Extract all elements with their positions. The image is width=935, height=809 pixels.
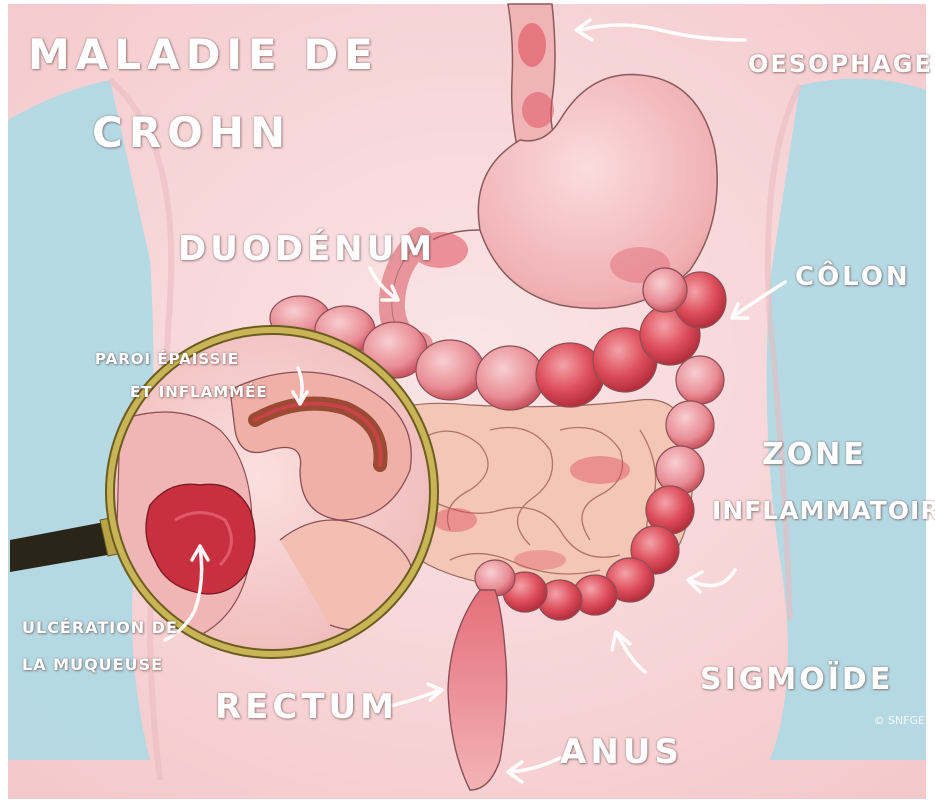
label-colon: CÔLON <box>795 264 911 290</box>
label-sigmoide: SIGMOÏDE <box>700 665 893 695</box>
label-ulceration-line2: LA MUQUEUSE <box>22 657 163 673</box>
label-oesophage: OESOPHAGE <box>748 52 933 76</box>
title-line1: MALADIE DE <box>28 34 379 76</box>
label-paroi-line1: PAROI ÉPAISSIE <box>95 352 239 367</box>
label-rectum: RECTUM <box>215 690 398 724</box>
label-ulceration-line1: ULCÉRATION DE <box>22 620 178 636</box>
label-zone-line2: INFLAMMATOIRE <box>712 498 935 523</box>
label-paroi-line2: ET INFLAMMÉE <box>130 385 268 400</box>
label-duodenum: DUODÉNUM <box>178 232 436 266</box>
label-zone-line1: ZONE <box>762 440 867 470</box>
label-anus: ANUS <box>560 735 683 769</box>
copyright: © SNFGE <box>873 714 925 727</box>
title-line2: CROHN <box>92 112 291 154</box>
